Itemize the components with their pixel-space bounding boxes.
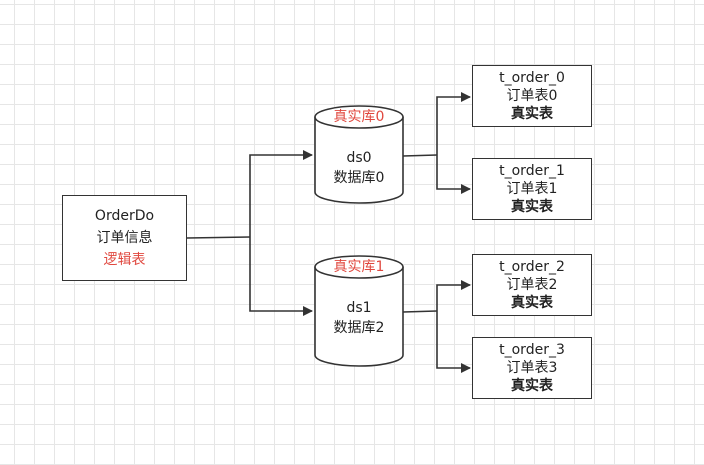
- database-desc-1: 数据库2: [333, 320, 385, 336]
- real-table-name: t_order_1: [499, 163, 565, 179]
- real-table-name: t_order_2: [499, 259, 565, 275]
- connector-ds1-to-tables: [402, 280, 471, 373]
- real-table-name: t_order_3: [499, 342, 565, 358]
- real-table-box-3: t_order_3 订单表3 真实表: [472, 337, 592, 399]
- database-desc-0: 数据库0: [333, 170, 385, 186]
- real-table-tag: 真实表: [511, 378, 553, 394]
- real-table-desc: 订单表1: [506, 181, 558, 197]
- logical-table-name: OrderDo: [94, 208, 155, 224]
- database-label-1: 真实库1: [333, 259, 385, 275]
- real-table-name: t_order_0: [499, 70, 565, 86]
- real-table-tag: 真实表: [511, 295, 553, 311]
- connector-logical-to-db: [186, 150, 313, 316]
- connector-ds0-to-tables: [402, 92, 471, 194]
- logical-table-tag: 逻辑表: [103, 252, 146, 268]
- real-table-box-0: t_order_0 订单表0 真实表: [472, 65, 592, 127]
- real-table-tag: 真实表: [511, 106, 553, 122]
- real-table-box-1: t_order_1 订单表1 真实表: [472, 158, 592, 220]
- logical-table-box: OrderDo 订单信息 逻辑表: [62, 195, 187, 281]
- database-name-0: ds0: [346, 150, 372, 166]
- real-table-desc: 订单表3: [506, 360, 558, 376]
- logical-table-desc: 订单信息: [96, 230, 153, 246]
- real-table-box-2: t_order_2 订单表2 真实表: [472, 254, 592, 316]
- real-table-desc: 订单表0: [506, 88, 558, 104]
- real-table-desc: 订单表2: [506, 277, 558, 293]
- database-cylinder-ds0: [314, 105, 404, 204]
- database-cylinder-ds1: [314, 255, 404, 367]
- database-label-0: 真实库0: [333, 109, 385, 125]
- database-name-1: ds1: [346, 300, 372, 316]
- real-table-tag: 真实表: [511, 199, 553, 215]
